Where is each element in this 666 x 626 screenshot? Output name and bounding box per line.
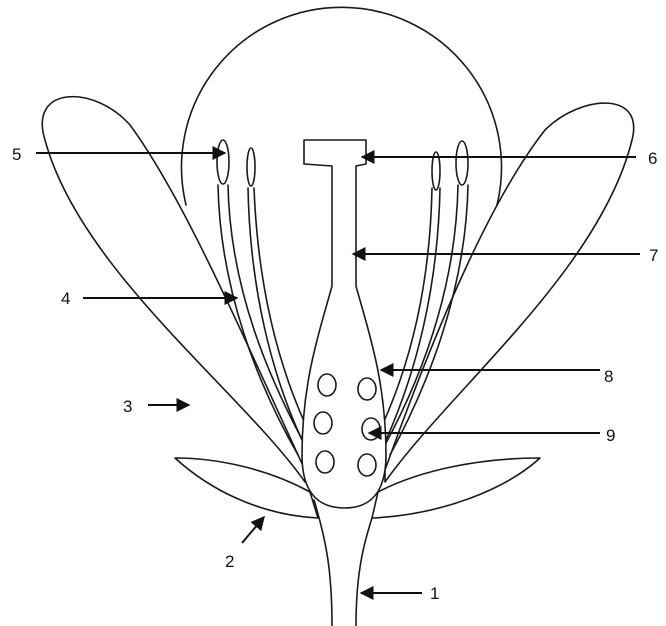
petal-right (384, 102, 635, 483)
sepal-left (174, 457, 319, 519)
label-4: 4 (61, 289, 70, 308)
label-6: 6 (648, 149, 657, 168)
anther-inner-left (246, 147, 256, 187)
pedicel-left-edge (313, 499, 333, 626)
label-5: 5 (12, 145, 21, 164)
ovule (315, 450, 335, 474)
ovule (357, 377, 377, 401)
label-8: 8 (604, 367, 613, 386)
ovule (361, 417, 381, 441)
sepal-right (371, 457, 541, 519)
filament-inner-right-edge (385, 187, 441, 441)
pistil (301, 139, 387, 509)
background-circle (180, 6, 503, 206)
filament-inner-left-edge (247, 187, 303, 441)
label-2: 2 (225, 552, 234, 571)
anther-inner-right (431, 151, 441, 191)
ovule (317, 373, 337, 397)
filament-outer-right-edge (389, 184, 469, 456)
petal-left (41, 95, 306, 483)
filament-outer-right (384, 184, 459, 446)
label-9: 9 (606, 426, 615, 445)
anther-outer-left (216, 139, 230, 185)
label-1: 1 (430, 584, 439, 603)
filament-outer-left-edge (217, 184, 299, 456)
ovule (313, 411, 333, 435)
arrow-2 (241, 515, 265, 544)
pedicel-right-edge (355, 499, 379, 626)
label-3: 3 (123, 397, 132, 416)
filament-outer-left (227, 184, 306, 446)
filament-inner-right (379, 187, 433, 431)
label-7: 7 (649, 246, 658, 265)
ovule (357, 453, 377, 477)
anther-outer-right (455, 140, 469, 186)
filament-inner-left (253, 187, 309, 431)
